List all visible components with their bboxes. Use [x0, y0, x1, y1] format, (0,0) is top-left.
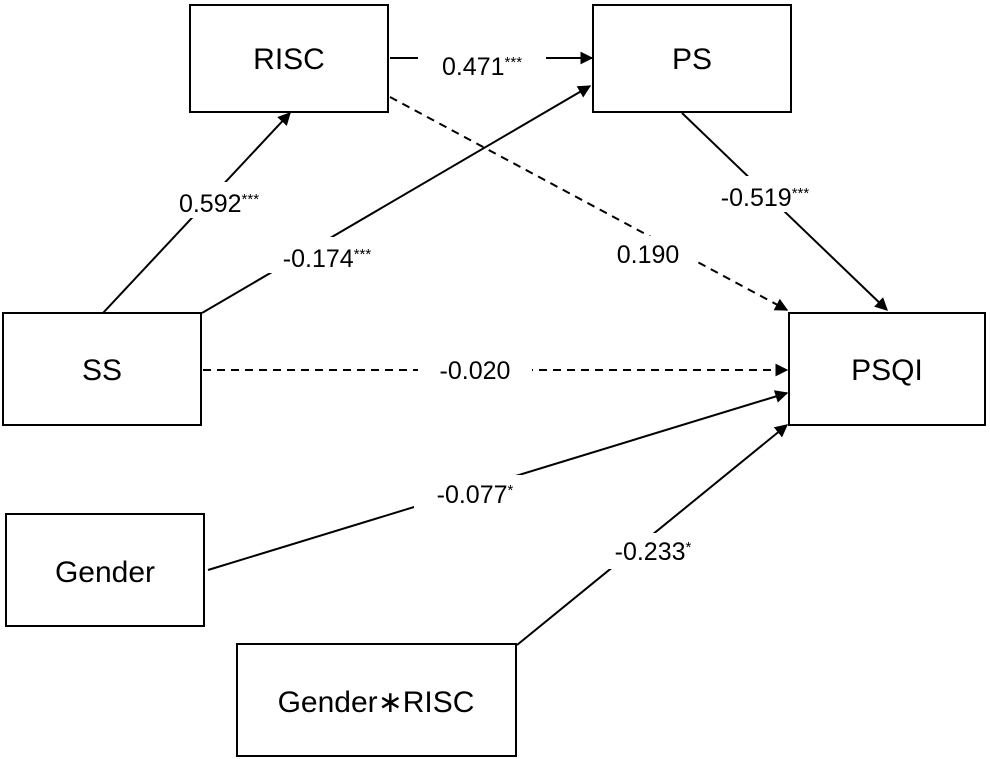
- path-ss-to-ps: [201, 85, 592, 314]
- coef-ss-to-psqi: -0.020: [440, 357, 511, 385]
- coef-risc-to-psqi: 0.190: [617, 241, 680, 269]
- node-gender-risc-label: Gender∗RISC: [278, 686, 475, 719]
- node-ps-label: PS: [672, 43, 712, 76]
- node-gender-label: Gender: [55, 556, 155, 589]
- coef-ps-to-psqi: -0.519***: [721, 184, 810, 212]
- node-ss: SS: [2, 312, 202, 426]
- coef-risc-to-ps: 0.471***: [442, 53, 522, 81]
- node-gender-risc: Gender∗RISC: [236, 643, 517, 757]
- node-risc: RISC: [189, 4, 389, 113]
- coef-ss-to-ps: -0.174***: [283, 245, 372, 273]
- node-psqi-label: PSQI: [851, 354, 923, 387]
- node-ss-label: SS: [82, 354, 122, 387]
- node-psqi: PSQI: [788, 312, 986, 426]
- coef-gender-risc-to-psqi: -0.233*: [615, 538, 692, 566]
- node-ps: PS: [592, 4, 792, 113]
- node-risc-label: RISC: [253, 43, 325, 76]
- coef-ss-to-risc: 0.592***: [179, 190, 259, 218]
- node-gender: Gender: [5, 513, 205, 627]
- coef-gender-to-psqi: -0.077*: [437, 481, 514, 509]
- path-risc-to-psqi: [389, 96, 789, 311]
